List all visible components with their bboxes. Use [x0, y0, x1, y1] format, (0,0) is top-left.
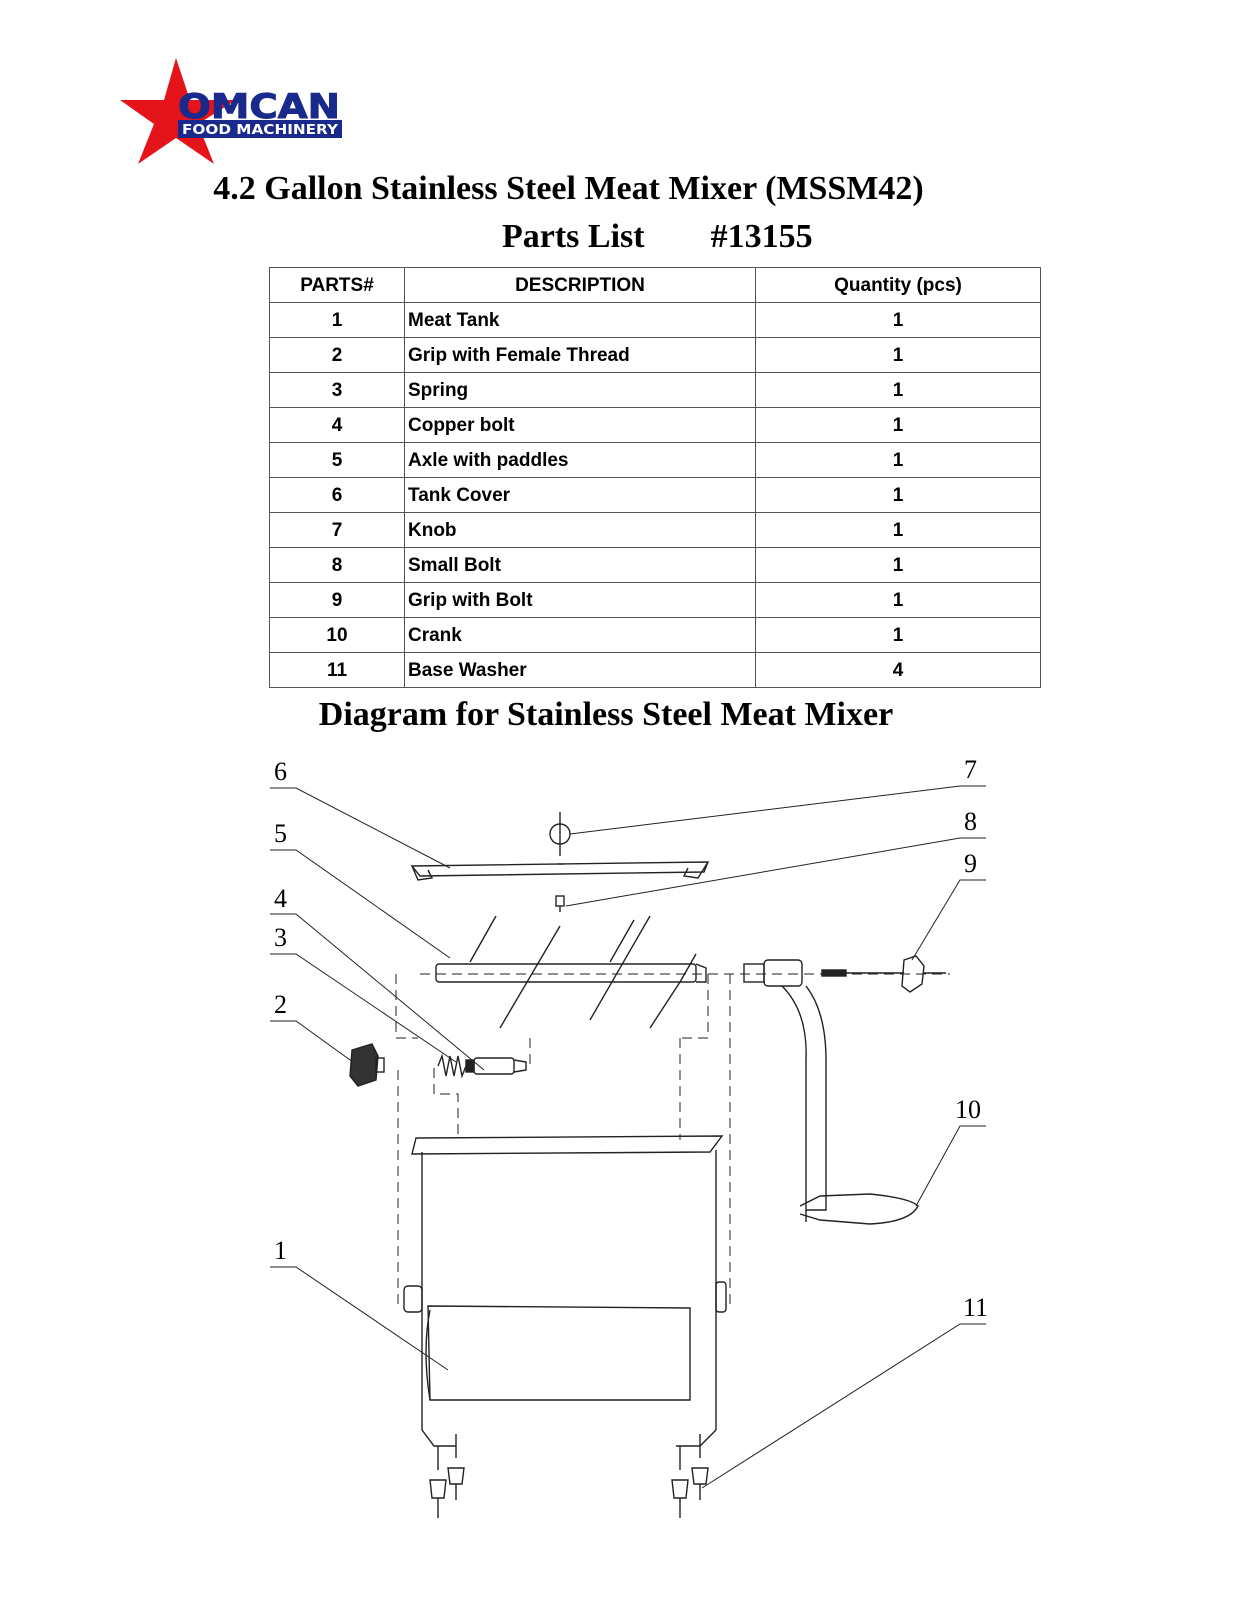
- part-quantity: 1: [755, 617, 1041, 653]
- leader-lines: [270, 785, 986, 1489]
- part-quantity: 1: [755, 302, 1041, 338]
- part-quantity: 1: [755, 372, 1041, 408]
- part-description: Grip with Bolt: [404, 582, 756, 618]
- part-number: 8: [269, 547, 405, 583]
- callout-2: 2: [274, 990, 287, 1019]
- parts-list-heading: Parts List #13155: [502, 218, 813, 256]
- part-description: Grip with Female Thread: [404, 337, 756, 373]
- part-number: 4: [269, 407, 405, 443]
- callout-11: 11: [963, 1293, 988, 1322]
- copper-bolt-part: [465, 1057, 527, 1075]
- tank-cover-part: [410, 861, 710, 881]
- part-description: Knob: [404, 512, 756, 548]
- part-number: 2: [269, 337, 405, 373]
- callout-3: 3: [274, 923, 287, 952]
- part-description: Small Bolt: [404, 547, 756, 583]
- callout-1: 1: [274, 1236, 287, 1265]
- page-title: 4.2 Gallon Stainless Steel Meat Mixer (M…: [213, 170, 924, 207]
- parts-list-number: #13155: [710, 218, 813, 255]
- column-header-parts: PARTS#: [269, 267, 405, 303]
- part-quantity: 1: [755, 547, 1041, 583]
- part-number: 10: [269, 617, 405, 653]
- part-quantity: 1: [755, 582, 1041, 618]
- part-description: Spring: [404, 372, 756, 408]
- knob-part: [549, 812, 571, 856]
- callout-10: 10: [955, 1095, 981, 1124]
- red-star-icon: [120, 58, 236, 164]
- part-quantity: 1: [755, 407, 1041, 443]
- meat-tank-part: [403, 1135, 727, 1470]
- part-description: Base Washer: [404, 652, 756, 688]
- part-description: Copper bolt: [404, 407, 756, 443]
- diagram-title: Diagram for Stainless Steel Meat Mixer: [318, 696, 894, 733]
- part-quantity: 1: [755, 512, 1041, 548]
- callout-7: 7: [964, 755, 977, 784]
- callout-8: 8: [964, 807, 977, 836]
- part-number: 6: [269, 477, 405, 513]
- exploded-parts-diagram: 6 5 4 3 2 1 7 8 9 10 11: [260, 750, 1000, 1530]
- callout-5: 5: [274, 819, 287, 848]
- part-number: 1: [269, 302, 405, 338]
- column-header-description: DESCRIPTION: [404, 267, 756, 303]
- part-number: 7: [269, 512, 405, 548]
- grip-female-thread-part: [349, 1043, 385, 1087]
- small-bolt-part: [555, 895, 565, 912]
- base-washer-part: [429, 1467, 709, 1518]
- part-description: Meat Tank: [404, 302, 756, 338]
- grip-with-bolt-part: [821, 955, 946, 993]
- part-description: Tank Cover: [404, 477, 756, 513]
- part-number: 5: [269, 442, 405, 478]
- part-quantity: 1: [755, 337, 1041, 373]
- part-quantity: 4: [755, 652, 1041, 688]
- callout-9: 9: [964, 849, 977, 878]
- part-description: Crank: [404, 617, 756, 653]
- parts-list-label: Parts List: [502, 218, 645, 255]
- column-header-quantity: Quantity (pcs): [755, 267, 1041, 303]
- assembly-guides: [395, 973, 950, 1310]
- table-header-row: PARTS# DESCRIPTION Quantity (pcs): [269, 267, 1041, 303]
- axle-with-paddles-part: [435, 915, 707, 1029]
- part-quantity: 1: [755, 477, 1041, 513]
- part-number: 3: [269, 372, 405, 408]
- logo-tagline: FOOD MACHINERY: [182, 123, 339, 138]
- part-number: 9: [269, 582, 405, 618]
- part-quantity: 1: [755, 442, 1041, 478]
- omcan-logo: OMCAN FOOD MACHINERY: [118, 56, 348, 168]
- callout-6: 6: [274, 757, 287, 786]
- part-number: 11: [269, 652, 405, 688]
- callout-4: 4: [274, 884, 287, 913]
- part-description: Axle with paddles: [404, 442, 756, 478]
- spring-part: [437, 1053, 467, 1079]
- crank-part: [743, 959, 919, 1225]
